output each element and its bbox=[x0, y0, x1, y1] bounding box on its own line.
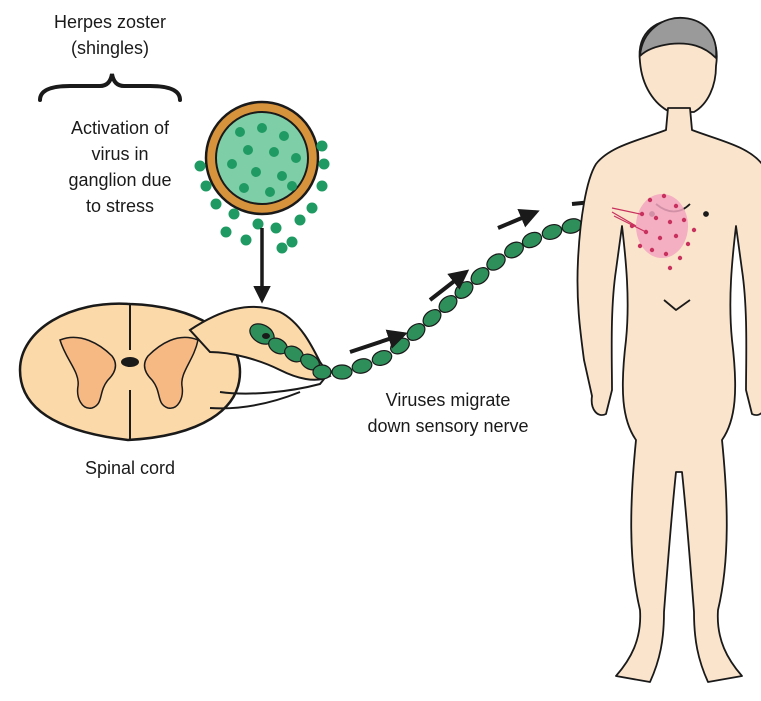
migration-label-line-1: Viruses migrate bbox=[348, 388, 548, 412]
activation-label-line-4: to stress bbox=[25, 194, 215, 218]
activation-label-line-1: Activation of bbox=[25, 116, 215, 140]
sensory-nerve bbox=[246, 213, 603, 379]
title-line-2: (shingles) bbox=[20, 36, 200, 60]
spinal-cord bbox=[20, 304, 330, 440]
human-figure bbox=[577, 18, 761, 682]
spinal-cord-label: Spinal cord bbox=[45, 456, 215, 480]
title-line-1: Herpes zoster bbox=[20, 10, 200, 34]
migration-label-line-2: down sensory nerve bbox=[348, 414, 548, 438]
activation-label-line-3: ganglion due bbox=[25, 168, 215, 192]
activation-label-line-2: virus in bbox=[25, 142, 215, 166]
title-brace bbox=[40, 74, 180, 100]
